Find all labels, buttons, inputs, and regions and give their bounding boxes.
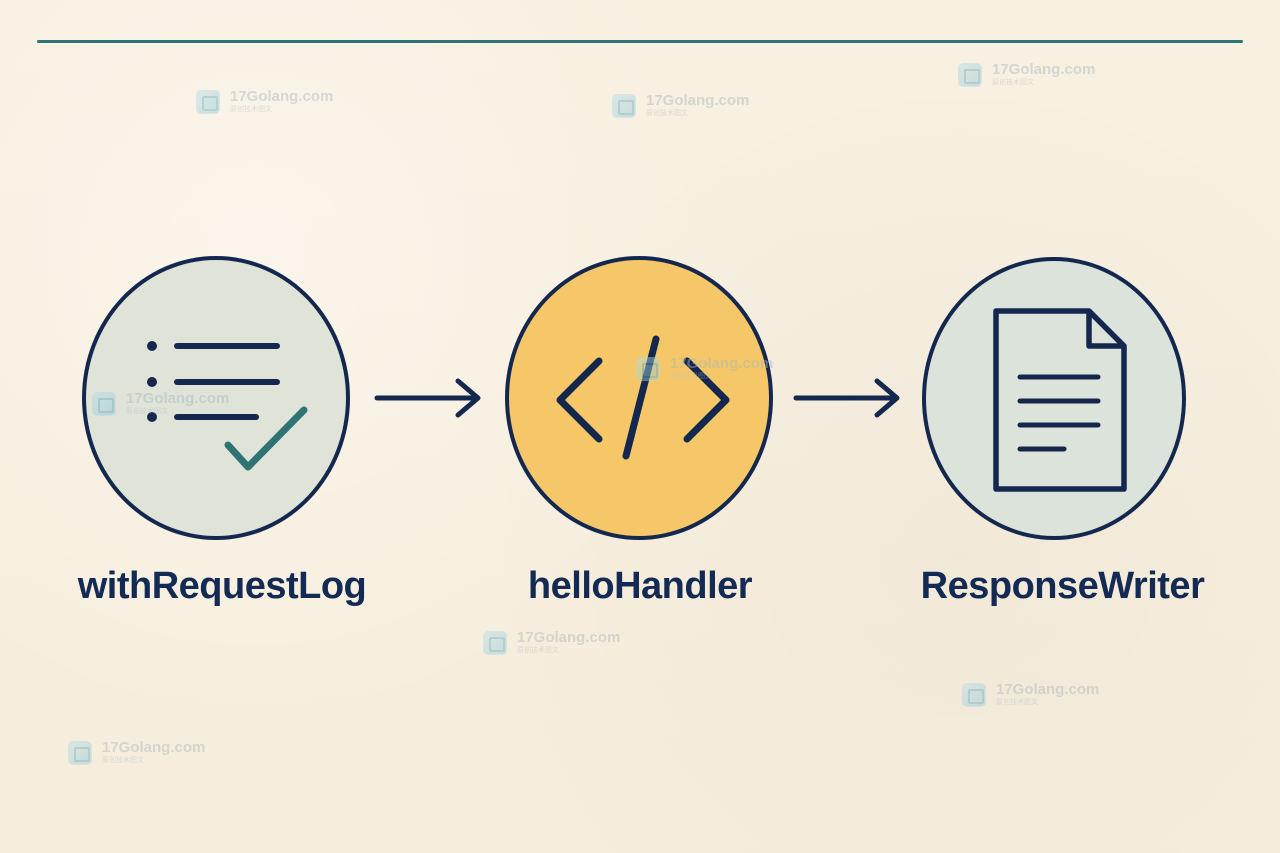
arrow-to-hello-handler bbox=[374, 378, 481, 418]
watermark-2: 17Golang.com 原创技术图文 bbox=[612, 93, 772, 121]
response-writer-label: ResponseWriter bbox=[920, 565, 1205, 607]
site-logo-icon bbox=[612, 94, 636, 118]
hello-handler-label: helloHandler bbox=[527, 565, 753, 607]
watermark-subtext: 原创技术图文 bbox=[517, 646, 559, 654]
with-request-log-label: withRequestLog bbox=[77, 565, 367, 607]
watermark-text: 17Golang.com bbox=[646, 92, 750, 109]
arrow-to-response-writer bbox=[793, 378, 900, 418]
list-check-icon bbox=[147, 341, 308, 471]
watermark-subtext: 原创技术图文 bbox=[102, 756, 144, 764]
watermark-subtext: 原创技术图文 bbox=[230, 105, 272, 113]
watermark-6: 17Golang.com 原创技术图文 bbox=[483, 630, 643, 658]
watermark-3: 17Golang.com 原创技术图文 bbox=[958, 62, 1118, 90]
watermark-4: 17Golang.com 原创技术图文 bbox=[92, 391, 252, 419]
site-logo-icon bbox=[92, 392, 116, 416]
watermark-subtext: 原创技术图文 bbox=[126, 407, 168, 415]
watermark-subtext: 原创技术图文 bbox=[670, 372, 712, 380]
site-logo-icon bbox=[483, 631, 507, 655]
site-logo-icon bbox=[636, 357, 660, 381]
watermark-text: 17Golang.com bbox=[126, 390, 230, 407]
watermark-1: 17Golang.com 原创技术图文 bbox=[196, 89, 356, 117]
site-logo-icon bbox=[958, 63, 982, 87]
code-icon bbox=[556, 335, 730, 460]
site-logo-icon bbox=[196, 90, 220, 114]
watermark-5: 17Golang.com 原创技术图文 bbox=[636, 356, 796, 384]
watermark-subtext: 原创技术图文 bbox=[646, 109, 688, 117]
watermark-7: 17Golang.com 原创技术图文 bbox=[962, 682, 1122, 710]
hello-handler-node bbox=[505, 256, 773, 540]
document-icon bbox=[993, 308, 1127, 492]
watermark-text: 17Golang.com bbox=[230, 88, 334, 105]
site-logo-icon bbox=[68, 741, 92, 765]
watermark-8: 17Golang.com 原创技术图文 bbox=[68, 740, 228, 768]
watermark-text: 17Golang.com bbox=[517, 629, 621, 646]
with-request-log-node bbox=[82, 256, 350, 540]
site-logo-icon bbox=[962, 683, 986, 707]
watermark-text: 17Golang.com bbox=[102, 739, 206, 756]
watermark-text: 17Golang.com bbox=[992, 61, 1096, 78]
response-writer-node bbox=[922, 257, 1186, 540]
watermark-text: 17Golang.com bbox=[996, 681, 1100, 698]
top-divider bbox=[37, 40, 1243, 43]
watermark-text: 17Golang.com bbox=[670, 355, 774, 372]
watermark-subtext: 原创技术图文 bbox=[996, 698, 1038, 706]
watermark-subtext: 原创技术图文 bbox=[992, 78, 1034, 86]
